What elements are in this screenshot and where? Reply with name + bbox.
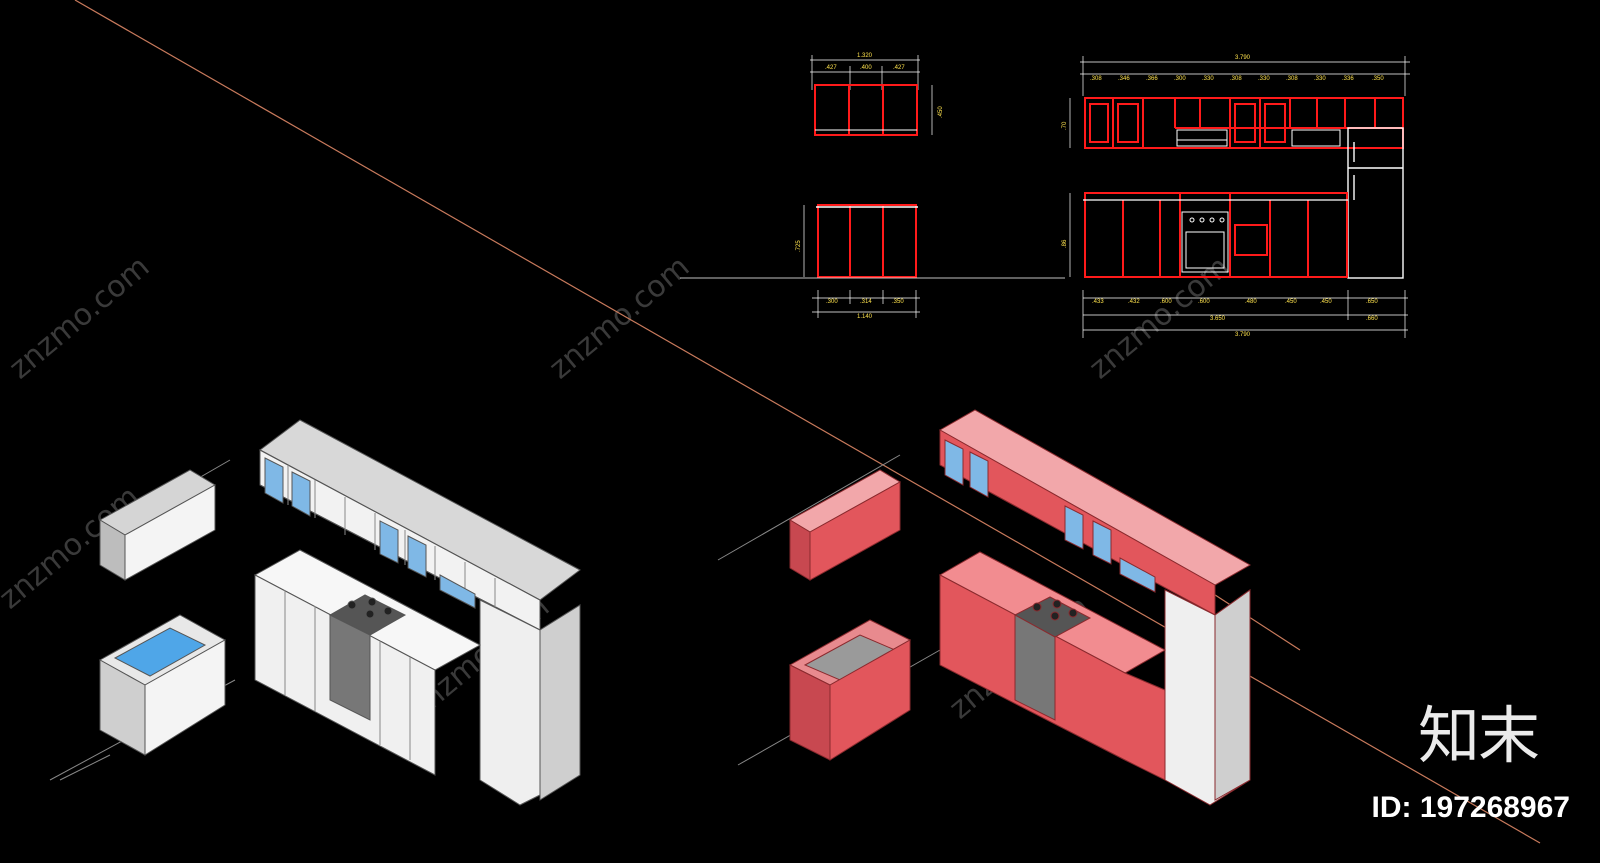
dimension-label: .70 bbox=[1062, 121, 1068, 130]
dimension-label: 1.320 bbox=[857, 53, 873, 59]
dimension-label: 1.140 bbox=[857, 314, 873, 320]
dimension-label: .346 bbox=[1118, 76, 1130, 82]
image-id-label: ID: 197268967 bbox=[1371, 791, 1571, 824]
dimension-label: .450 bbox=[1320, 299, 1332, 305]
fridge-outline bbox=[1347, 127, 1404, 279]
dimension-label: .400 bbox=[860, 65, 872, 71]
dimension-label: .725 bbox=[796, 240, 802, 252]
dimension-label: .314 bbox=[860, 299, 872, 305]
dimension-label: .660 bbox=[1366, 316, 1378, 322]
dimension-label: .600 bbox=[1198, 299, 1210, 305]
dimension-label: .330 bbox=[1202, 76, 1214, 82]
elevation-right: 3.790 .308 .346 .366 .300 .330 .308 .330… bbox=[1062, 55, 1410, 338]
dimension-label: .350 bbox=[892, 299, 904, 305]
dimension-label: .308 bbox=[1286, 76, 1298, 82]
dimension-label: .650 bbox=[1366, 299, 1378, 305]
iso-kitchen-red bbox=[717, 409, 1252, 806]
dimension-label: .427 bbox=[825, 65, 837, 71]
dimension-label: .480 bbox=[1245, 299, 1257, 305]
dimension-label: .433 bbox=[1092, 299, 1104, 305]
dimension-label: .330 bbox=[1258, 76, 1270, 82]
dimension-label: .450 bbox=[1285, 299, 1297, 305]
dimension-label: .86 bbox=[1062, 239, 1068, 248]
dimension-label: .330 bbox=[1314, 76, 1326, 82]
elevation-left: 1.320 .427 .400 .427 .450 .725 bbox=[680, 53, 1065, 320]
watermark-text: znzmo.com bbox=[3, 249, 157, 386]
dimension-label: 3.790 bbox=[1235, 332, 1251, 338]
brand-logo: 知末 bbox=[1417, 699, 1540, 772]
dimension-label: .600 bbox=[1160, 299, 1172, 305]
dimension-label: 3.790 bbox=[1235, 55, 1251, 61]
dimension-label: .366 bbox=[1146, 76, 1158, 82]
dimension-label: .450 bbox=[938, 106, 944, 118]
dimension-label: .308 bbox=[1090, 76, 1102, 82]
iso-kitchen-white bbox=[49, 419, 581, 806]
dimension-label: .350 bbox=[1372, 76, 1384, 82]
watermark-text: znzmo.com bbox=[543, 249, 697, 386]
dimension-label: .427 bbox=[893, 65, 905, 71]
dimension-label: .300 bbox=[826, 299, 838, 305]
dimension-label: .432 bbox=[1128, 299, 1140, 305]
dimension-label: .336 bbox=[1342, 76, 1354, 82]
dimension-label: 3.650 bbox=[1210, 316, 1226, 322]
dimension-label: .300 bbox=[1174, 76, 1186, 82]
oven-outline bbox=[1181, 211, 1229, 273]
dimension-label: .308 bbox=[1230, 76, 1242, 82]
